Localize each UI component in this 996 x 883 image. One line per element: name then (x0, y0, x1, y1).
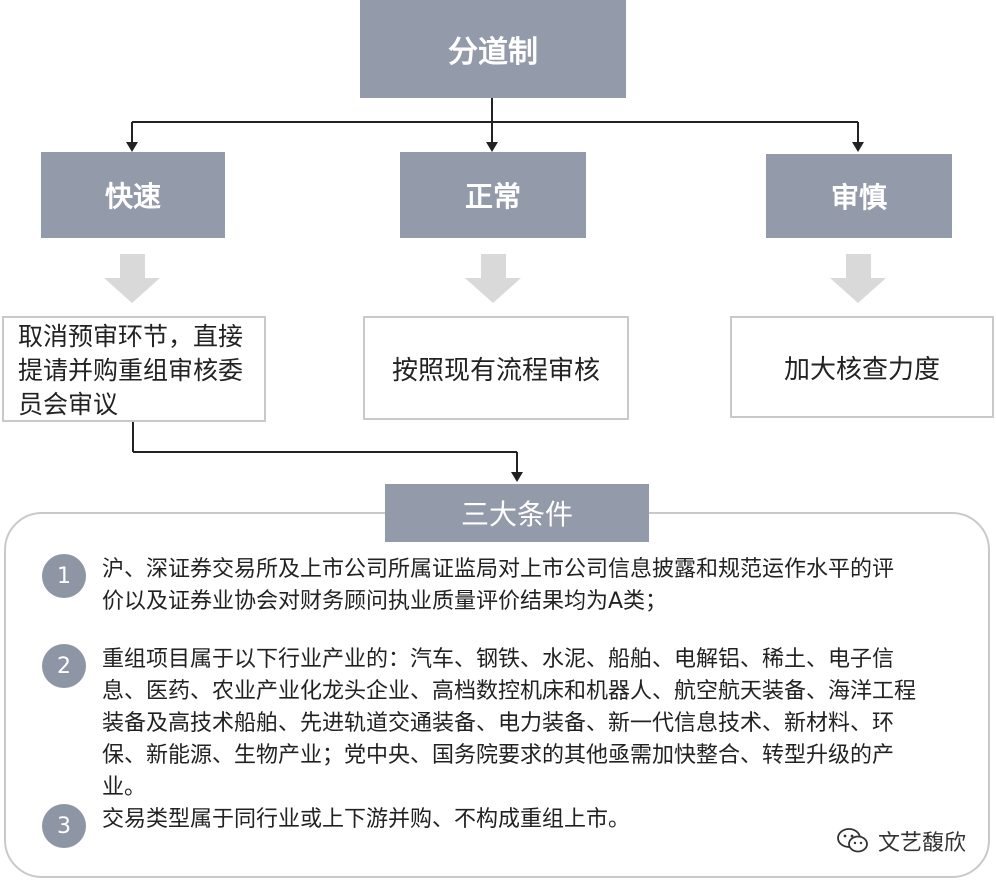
condition-text-2: 重组项目属于以下行业产业的：汽车、钢铁、水泥、船舶、电解铝、稀土、电子信息、医药… (102, 647, 917, 800)
condition-badge-3: 3 (42, 804, 86, 848)
condition-badge-1: 1 (42, 554, 86, 598)
track-prudent-detail: 加大核查力度 (730, 316, 994, 418)
track-fast: 快速 (41, 152, 225, 238)
track-normal: 正常 (400, 152, 586, 238)
condition-badge-2: 2 (42, 644, 86, 688)
condition-text-1: 沪、深证券交易所及上市公司所属证监局对上市公司信息披露和规范运作水平的评价以及证… (102, 557, 895, 614)
track-prudent: 审慎 (766, 154, 952, 238)
root-label: 分道制 (448, 35, 538, 70)
arrowhead-conditions (511, 472, 523, 482)
watermark: 文艺馥欣 (836, 825, 966, 857)
arrowhead-fast (126, 142, 138, 152)
conditions-title-label: 三大条件 (460, 498, 573, 531)
condition-item-2: 2 重组项目属于以下行业产业的：汽车、钢铁、水泥、船舶、电解铝、稀土、电子信息、… (42, 644, 918, 804)
down-arrow-fast (104, 254, 160, 303)
track-fast-detail: 取消预审环节，直接提请并购重组审核委员会审议 (2, 316, 266, 422)
track-fast-label: 快速 (104, 180, 161, 213)
wechat-icon (837, 828, 868, 853)
condition-item-1: 1 沪、深证券交易所及上市公司所属证监局对上市公司信息披露和规范运作水平的评价以… (42, 554, 902, 618)
track-normal-label: 正常 (464, 180, 521, 213)
root-node: 分道制 (360, 0, 626, 98)
down-arrow-normal (465, 254, 521, 303)
track-fast-detail-text: 取消预审环节，直接提请并购重组审核委员会审议 (18, 322, 244, 419)
arrowhead-normal (486, 142, 498, 152)
condition-text-3: 交易类型属于同行业或上下游并购、不构成重组上市。 (102, 807, 631, 832)
track-prudent-label: 审慎 (830, 181, 887, 214)
conditions-title: 三大条件 (385, 484, 649, 542)
condition-item-3: 3 交易类型属于同行业或上下游并购、不构成重组上市。 (42, 804, 902, 848)
conditions-panel: 1 沪、深证券交易所及上市公司所属证监局对上市公司信息披露和规范运作水平的评价以… (4, 512, 990, 878)
arrowhead-prudent (852, 142, 864, 152)
track-normal-detail: 按照现有流程审核 (363, 316, 629, 420)
track-normal-detail-text: 按照现有流程审核 (391, 355, 600, 386)
watermark-text: 文艺馥欣 (877, 831, 966, 856)
down-arrow-prudent (830, 254, 886, 303)
track-prudent-detail-text: 加大核查力度 (783, 354, 940, 385)
